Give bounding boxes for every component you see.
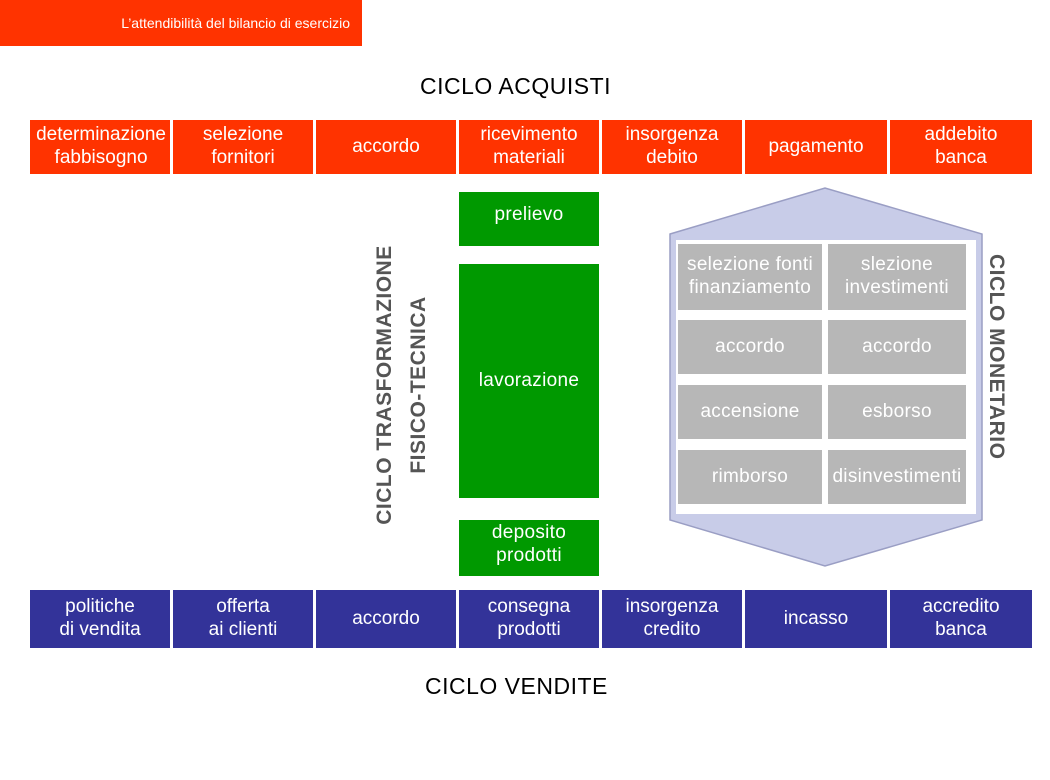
vendite-step-politiche: politiche di vendita (30, 590, 170, 648)
ciclo-acquisti-title: CICLO ACQUISTI (420, 73, 612, 99)
monetario-selezione-fonti: selezione fonti finanziamento (678, 244, 822, 310)
acquisti-step-insorgenza-debito: insorgenza debito (602, 120, 742, 174)
monetario-esborso: esborso (828, 385, 966, 439)
monetario-disinvestimenti: disinvestimenti (828, 450, 966, 504)
vendite-step-incasso: incasso (745, 590, 887, 648)
vendite-step-accredito: accredito banca (890, 590, 1032, 648)
vendite-step-consegna: consegna prodotti (459, 590, 599, 648)
acquisti-step-addebito: addebito banca (890, 120, 1032, 174)
trasformazione-deposito: deposito prodotti (459, 520, 599, 576)
ciclo-trasformazione-label: CICLO TRASFORMAZIONE FISICO-TECNICA (368, 225, 435, 545)
vendite-step-insorgenza-credito: insorgenza credito (602, 590, 742, 648)
acquisti-step-selezione: selezione fornitori (173, 120, 313, 174)
acquisti-step-pagamento: pagamento (745, 120, 887, 174)
monetario-accensione: accensione (678, 385, 822, 439)
ciclo-vendite-title: CICLO VENDITE (425, 673, 608, 699)
acquisti-step-determinazione: determinazione fabbisogno (30, 120, 170, 174)
ciclo-trasformazione-line1: CICLO TRASFORMAZIONE (373, 245, 396, 525)
monetario-rimborso: rimborso (678, 450, 822, 504)
monetario-accordo-investimento: accordo (828, 320, 966, 374)
vendite-step-accordo: accordo (316, 590, 456, 648)
monetario-accordo-finanziamento: accordo (678, 320, 822, 374)
ciclo-monetario-label: CICLO MONETARIO (985, 254, 1008, 460)
trasformazione-prelievo: prelievo (459, 192, 599, 246)
monetario-selezione-investimenti: slezione investimenti (828, 244, 966, 310)
acquisti-step-ricevimento: ricevimento materiali (459, 120, 599, 174)
ciclo-trasformazione-line2: FISICO-TECNICA (406, 296, 430, 474)
trasformazione-lavorazione: lavorazione (459, 264, 599, 498)
header-banner: L’attendibilità del bilancio di esercizi… (0, 0, 362, 46)
header-title: L’attendibilità del bilancio di esercizi… (121, 15, 350, 31)
vendite-step-offerta: offerta ai clienti (173, 590, 313, 648)
acquisti-step-accordo: accordo (316, 120, 456, 174)
